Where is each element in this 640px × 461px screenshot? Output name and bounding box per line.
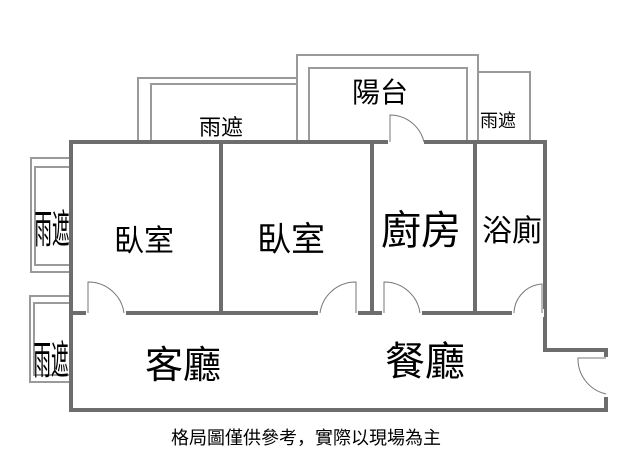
bathroom-label: 浴廁 bbox=[482, 214, 542, 249]
interior-walls bbox=[71, 142, 545, 315]
rain-shelter-top-outline bbox=[137, 77, 297, 142]
balcony-outline bbox=[296, 54, 479, 142]
rain-shelter-top-right-outline bbox=[478, 71, 531, 142]
rain-shelter-top-label: 雨遮 bbox=[199, 116, 243, 141]
dining-room-label: 餐廳 bbox=[385, 339, 465, 385]
balcony-label: 陽台 bbox=[352, 76, 408, 109]
doors bbox=[86, 114, 610, 397]
rain-shelter-left-lower-label: 雨遮 bbox=[33, 339, 68, 384]
rain-shelter-left-upper-label: 雨遮 bbox=[34, 208, 69, 253]
bedroom-2-label: 臥室 bbox=[257, 220, 325, 260]
living-room-label: 客廳 bbox=[145, 343, 221, 387]
disclaimer-caption: 格局圖僅供參考，實際以現場為主 bbox=[171, 428, 441, 449]
bedroom-1-label: 臥室 bbox=[114, 224, 174, 259]
kitchen-label: 廚房 bbox=[381, 208, 461, 254]
rain-shelter-top-right-label: 雨遮 bbox=[480, 111, 516, 132]
outer-wall bbox=[69, 140, 608, 412]
